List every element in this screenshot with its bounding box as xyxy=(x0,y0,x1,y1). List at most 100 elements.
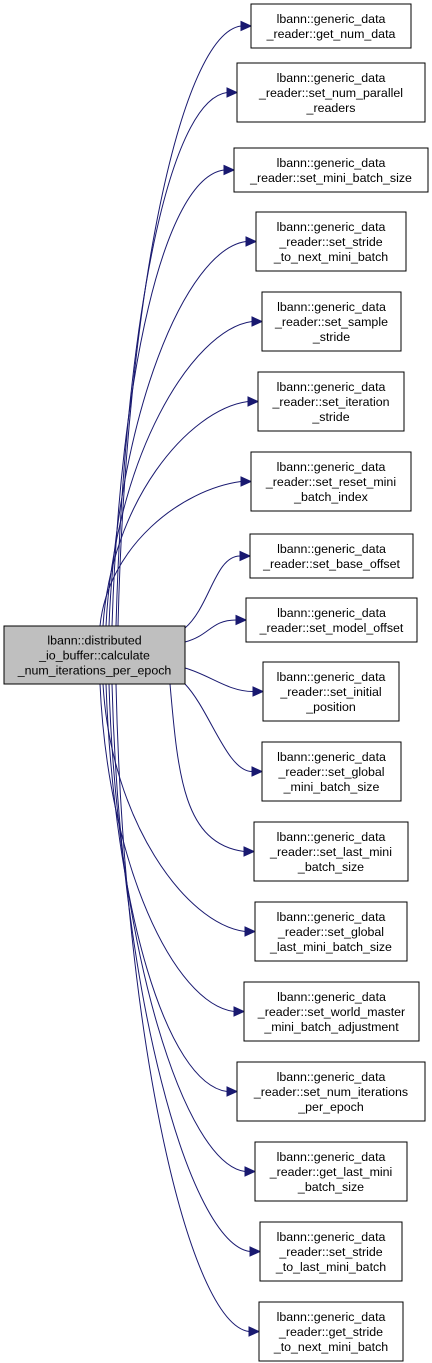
target-node-box xyxy=(245,597,418,643)
source-node[interactable]: lbann::distributed_io_buffer::calculate_… xyxy=(3,625,186,685)
target-node-label-line: lbann::generic_data xyxy=(277,990,386,1004)
target-node-box xyxy=(258,1301,404,1362)
call-edge xyxy=(184,555,241,629)
target-node-box xyxy=(259,1221,403,1282)
target-node[interactable]: lbann::generic_data_reader::set_mini_bat… xyxy=(233,147,429,193)
target-node-label-line: _reader::get_num_data xyxy=(266,27,396,41)
target-node-box xyxy=(253,821,409,882)
target-node-label-line: lbann::generic_data xyxy=(277,670,386,684)
target-node-label-line: _reader::set_model_offset xyxy=(259,621,404,635)
arrowhead-icon xyxy=(247,396,260,407)
call-edge xyxy=(108,241,247,627)
call-edge xyxy=(102,401,249,627)
target-node-label-line: _reader::get_stride xyxy=(278,1325,383,1339)
arrowhead-icon xyxy=(226,1086,239,1097)
target-node-label-line: _mini_batch_adjustment xyxy=(263,1020,399,1034)
target-node[interactable]: lbann::generic_data_reader::set_reset_mi… xyxy=(250,451,412,512)
target-node-label-line: lbann::generic_data xyxy=(277,300,386,314)
source-node-box xyxy=(3,625,186,685)
arrowhead-icon xyxy=(251,766,264,777)
arrowhead-icon xyxy=(244,926,257,937)
target-node-box xyxy=(236,62,426,123)
target-node-label-line: _reader::set_stride xyxy=(278,235,382,249)
target-node-label-line: lbann::generic_data xyxy=(277,1070,386,1084)
call-edge xyxy=(184,667,254,692)
source-node-label-line: lbann::distributed xyxy=(47,634,141,648)
arrowhead-icon xyxy=(245,236,258,247)
target-node-label-line: lbann::generic_data xyxy=(277,71,386,85)
target-node[interactable]: lbann::generic_data_reader::set_base_off… xyxy=(249,533,414,579)
target-node-label-line: _reader::set_iteration xyxy=(271,395,389,409)
target-node[interactable]: lbann::generic_data_reader::get_last_min… xyxy=(254,1141,408,1202)
target-node[interactable]: lbann::generic_data_reader::set_sample_s… xyxy=(261,291,402,352)
target-node-label-line: lbann::generic_data xyxy=(277,750,386,764)
target-node-box xyxy=(261,741,402,802)
target-node[interactable]: lbann::generic_data_reader::set_initial_… xyxy=(262,661,400,722)
target-node-label-line: _batch_size xyxy=(297,1180,364,1194)
target-node-label-line: lbann::generic_data xyxy=(277,1310,386,1324)
target-node[interactable]: lbann::generic_data_reader::set_last_min… xyxy=(253,821,409,882)
target-node-label-line: _to_next_mini_batch xyxy=(273,250,388,264)
target-node-label-line: _stride xyxy=(311,410,349,424)
target-node-label-line: _reader::set_num_iterations xyxy=(253,1085,408,1099)
call-edge xyxy=(105,321,253,627)
arrowhead-icon xyxy=(251,316,264,327)
target-node-label-line: _readers xyxy=(306,101,356,115)
target-node-box xyxy=(249,533,414,579)
call-edge xyxy=(99,481,242,627)
arrowhead-icon xyxy=(226,87,239,98)
target-node-label-line: lbann::generic_data xyxy=(277,460,386,474)
target-node-label-line: lbann::generic_data xyxy=(277,12,386,26)
call-edge xyxy=(111,683,251,1252)
arrowhead-icon xyxy=(239,550,252,562)
call-edge xyxy=(105,683,228,1092)
call-edge xyxy=(99,683,235,1012)
target-node[interactable]: lbann::generic_data_reader::set_num_para… xyxy=(236,62,426,123)
target-node-label-line: _reader::get_last_mini xyxy=(269,1165,393,1179)
target-node[interactable]: lbann::generic_data_reader::set_model_of… xyxy=(245,597,418,643)
target-node-label-line: lbann::generic_data xyxy=(277,606,386,620)
call-edge xyxy=(184,619,237,643)
target-node-label-line: _reader::set_num_parallel xyxy=(258,86,403,100)
target-node-label-line: _reader::set_global xyxy=(277,765,384,779)
arrowhead-icon xyxy=(233,1006,246,1017)
arrowhead-icon xyxy=(240,20,253,32)
target-node-label-line: _position xyxy=(305,700,356,714)
target-node[interactable]: lbann::generic_data_reader::set_global_l… xyxy=(254,901,408,962)
target-node-box xyxy=(254,1141,408,1202)
target-node[interactable]: lbann::generic_data_reader::set_iteratio… xyxy=(257,371,405,432)
call-edge xyxy=(115,683,250,1332)
target-node-box xyxy=(236,1061,426,1122)
target-node-label-line: lbann::generic_data xyxy=(277,910,386,924)
target-node-label-line: _reader::set_base_offset xyxy=(262,557,400,571)
target-node[interactable]: lbann::generic_data_reader::set_stride_t… xyxy=(255,211,407,272)
target-node[interactable]: lbann::generic_data_reader::set_global_m… xyxy=(261,741,402,802)
call-edge xyxy=(117,25,242,627)
target-node-box xyxy=(257,371,405,432)
target-node[interactable]: lbann::generic_data_reader::set_world_ma… xyxy=(243,981,420,1042)
arrowhead-icon xyxy=(243,846,256,857)
arrowhead-icon xyxy=(249,1246,262,1257)
target-node[interactable]: lbann::generic_data_reader::get_stride_t… xyxy=(258,1301,404,1362)
target-node-label-line: _reader::set_stride xyxy=(278,1245,382,1259)
target-node-label-line: _reader::set_world_master xyxy=(257,1005,405,1019)
arrowhead-icon xyxy=(252,686,265,697)
target-node-label-line: _mini_batch_size xyxy=(283,780,380,794)
target-node-box xyxy=(243,981,420,1042)
target-node[interactable]: lbann::generic_data_reader::set_num_iter… xyxy=(236,1061,426,1122)
arrowhead-icon xyxy=(240,476,253,487)
target-node-box xyxy=(233,147,429,193)
target-node[interactable]: lbann::generic_data_reader::set_stride_t… xyxy=(259,1221,403,1282)
target-node-label-line: _batch_index xyxy=(293,490,369,504)
target-node-label-line: lbann::generic_data xyxy=(277,380,386,394)
target-node-label-line: lbann::generic_data xyxy=(277,220,386,234)
target-node-label-line: lbann::generic_data xyxy=(277,542,386,556)
arrowhead-icon xyxy=(235,614,248,626)
target-node-label-line: _stride xyxy=(312,330,350,344)
target-node-label-line: _reader::set_sample xyxy=(274,315,388,329)
target-node-box xyxy=(250,451,412,512)
call-edge xyxy=(102,683,246,932)
target-node-label-line: _reader::set_mini_batch_size xyxy=(249,171,412,185)
target-node[interactable]: lbann::generic_data_reader::get_num_data xyxy=(250,3,412,49)
